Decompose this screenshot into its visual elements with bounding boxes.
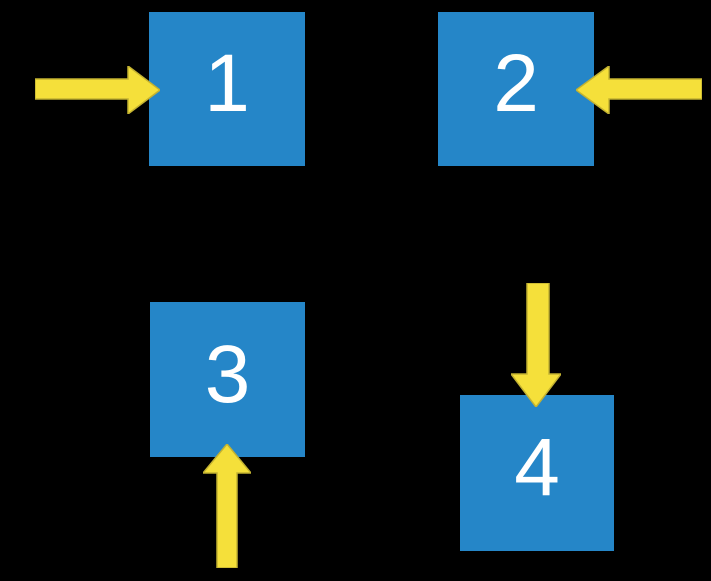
arrow-right-icon [35, 66, 160, 114]
arrow-left-icon [576, 66, 702, 114]
arrow-down-icon [511, 283, 561, 407]
square-4: 4 [460, 395, 614, 551]
square-3-label: 3 [204, 328, 251, 420]
arrow-up-icon [203, 444, 251, 568]
square-1: 1 [149, 12, 305, 166]
square-2: 2 [438, 12, 594, 166]
square-2-label: 2 [493, 38, 539, 129]
square-3: 3 [150, 302, 305, 457]
square-1-label: 1 [204, 38, 250, 129]
square-4-label: 4 [514, 422, 560, 513]
